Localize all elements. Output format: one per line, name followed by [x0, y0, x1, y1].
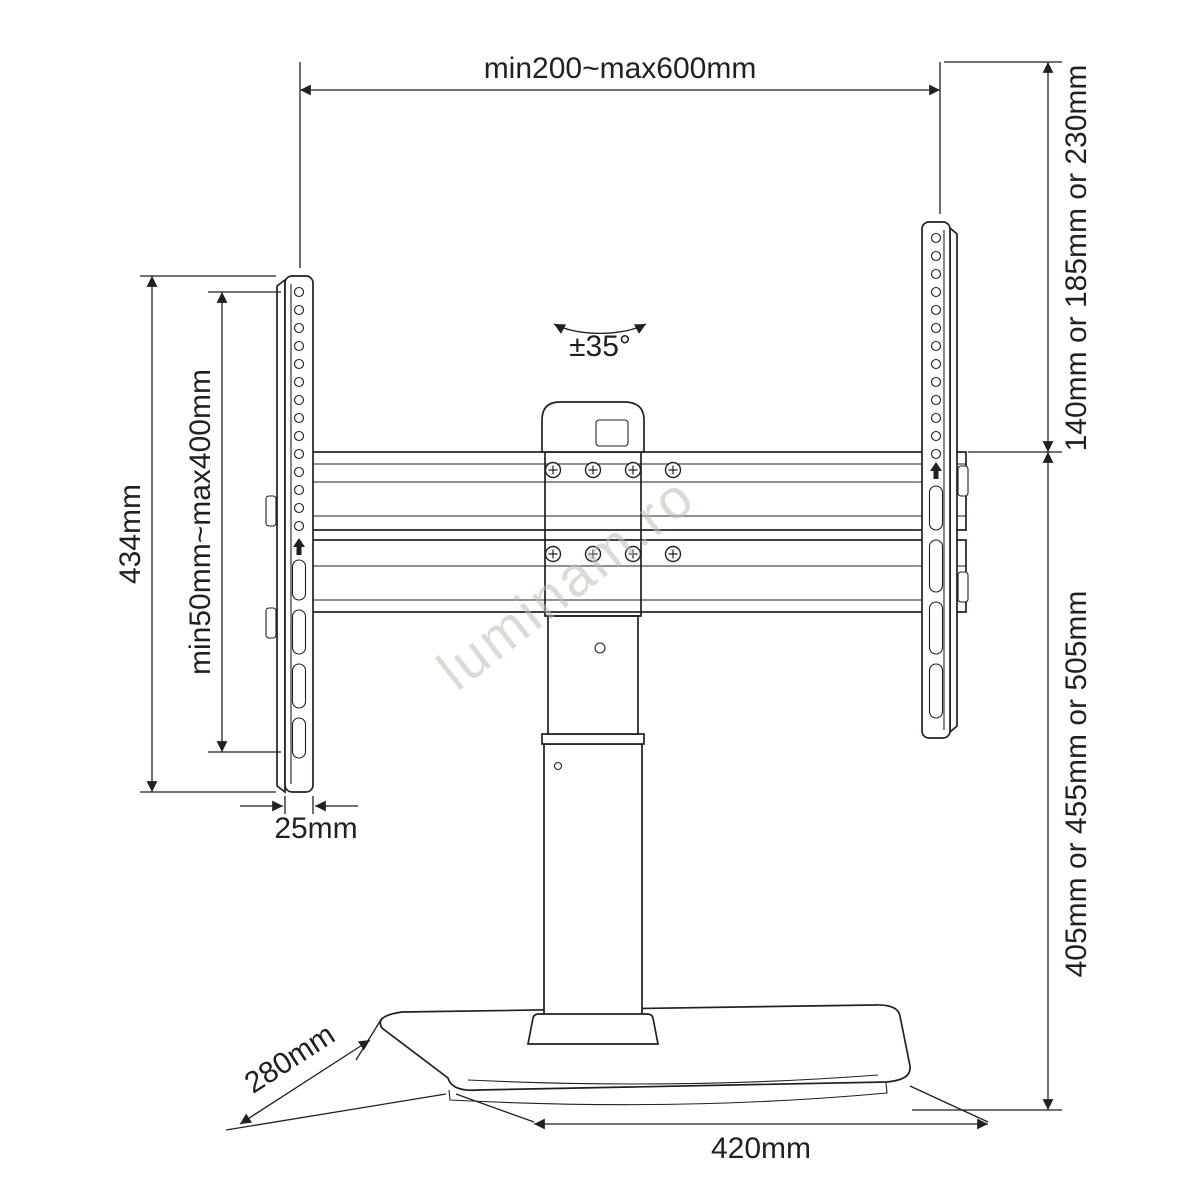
dimension-left-bracket-height: 434mm	[114, 275, 276, 793]
label-right-upper-height: 140mm or 185mm or 230mm	[1060, 65, 1093, 452]
dimension-top-width: min200~max600mm	[299, 52, 941, 268]
left-bracket-holes	[293, 286, 305, 532]
right-bracket-side-face	[949, 226, 958, 734]
right-bracket-holes	[930, 232, 942, 460]
lower-rail	[277, 539, 967, 613]
label-bracket-thickness: 25mm	[274, 812, 357, 845]
dimension-left-vesa-range: min50mm~max400mm	[184, 291, 281, 753]
column-hole	[594, 642, 606, 654]
right-hook-upper	[957, 465, 969, 497]
base-inner-edge	[467, 1074, 879, 1085]
left-bracket-side-face	[276, 278, 286, 794]
label-right-lower-height: 405mm or 455mm or 505mm	[1060, 591, 1093, 978]
column-upper	[547, 615, 639, 735]
label-left-bracket-height: 434mm	[114, 484, 147, 584]
cap-detail	[595, 419, 629, 447]
column-joint	[541, 733, 645, 745]
dimension-right-lower-height: 405mm or 455mm or 505mm	[912, 452, 1093, 1111]
upper-rail	[277, 451, 967, 531]
right-hook-lower	[957, 571, 969, 603]
label-left-vesa-range: min50mm~max400mm	[184, 369, 217, 675]
left-bracket-slots	[291, 559, 307, 759]
column-lower	[543, 743, 643, 1021]
up-arrow-icon	[930, 462, 942, 479]
up-arrow-icon	[293, 538, 305, 555]
column-foot	[526, 1013, 660, 1045]
column-cap	[541, 401, 645, 453]
base-plate	[379, 1004, 911, 1106]
base-front-thickness	[448, 1082, 888, 1106]
label-base-width: 420mm	[711, 1132, 811, 1165]
left-vesa-bracket	[265, 275, 314, 794]
left-hook-upper	[265, 495, 277, 527]
label-swivel-angle: ±35°	[569, 330, 631, 363]
right-bracket-slots	[928, 485, 944, 719]
rail-screws	[544, 461, 682, 563]
left-hook-lower	[265, 607, 277, 639]
right-vesa-bracket	[921, 221, 969, 739]
annotation-swivel-angle: ±35°	[553, 323, 647, 363]
label-base-depth: 280mm	[239, 1018, 341, 1100]
dimension-bracket-thickness: 25mm	[240, 796, 358, 845]
dimension-base-width: 420mm	[455, 1085, 989, 1165]
column-hole-small	[553, 761, 563, 771]
tv-stand-drawing	[265, 221, 969, 1106]
label-top-width: min200~max600mm	[484, 52, 757, 85]
dimension-right-upper-height: 140mm or 185mm or 230mm	[944, 61, 1093, 453]
